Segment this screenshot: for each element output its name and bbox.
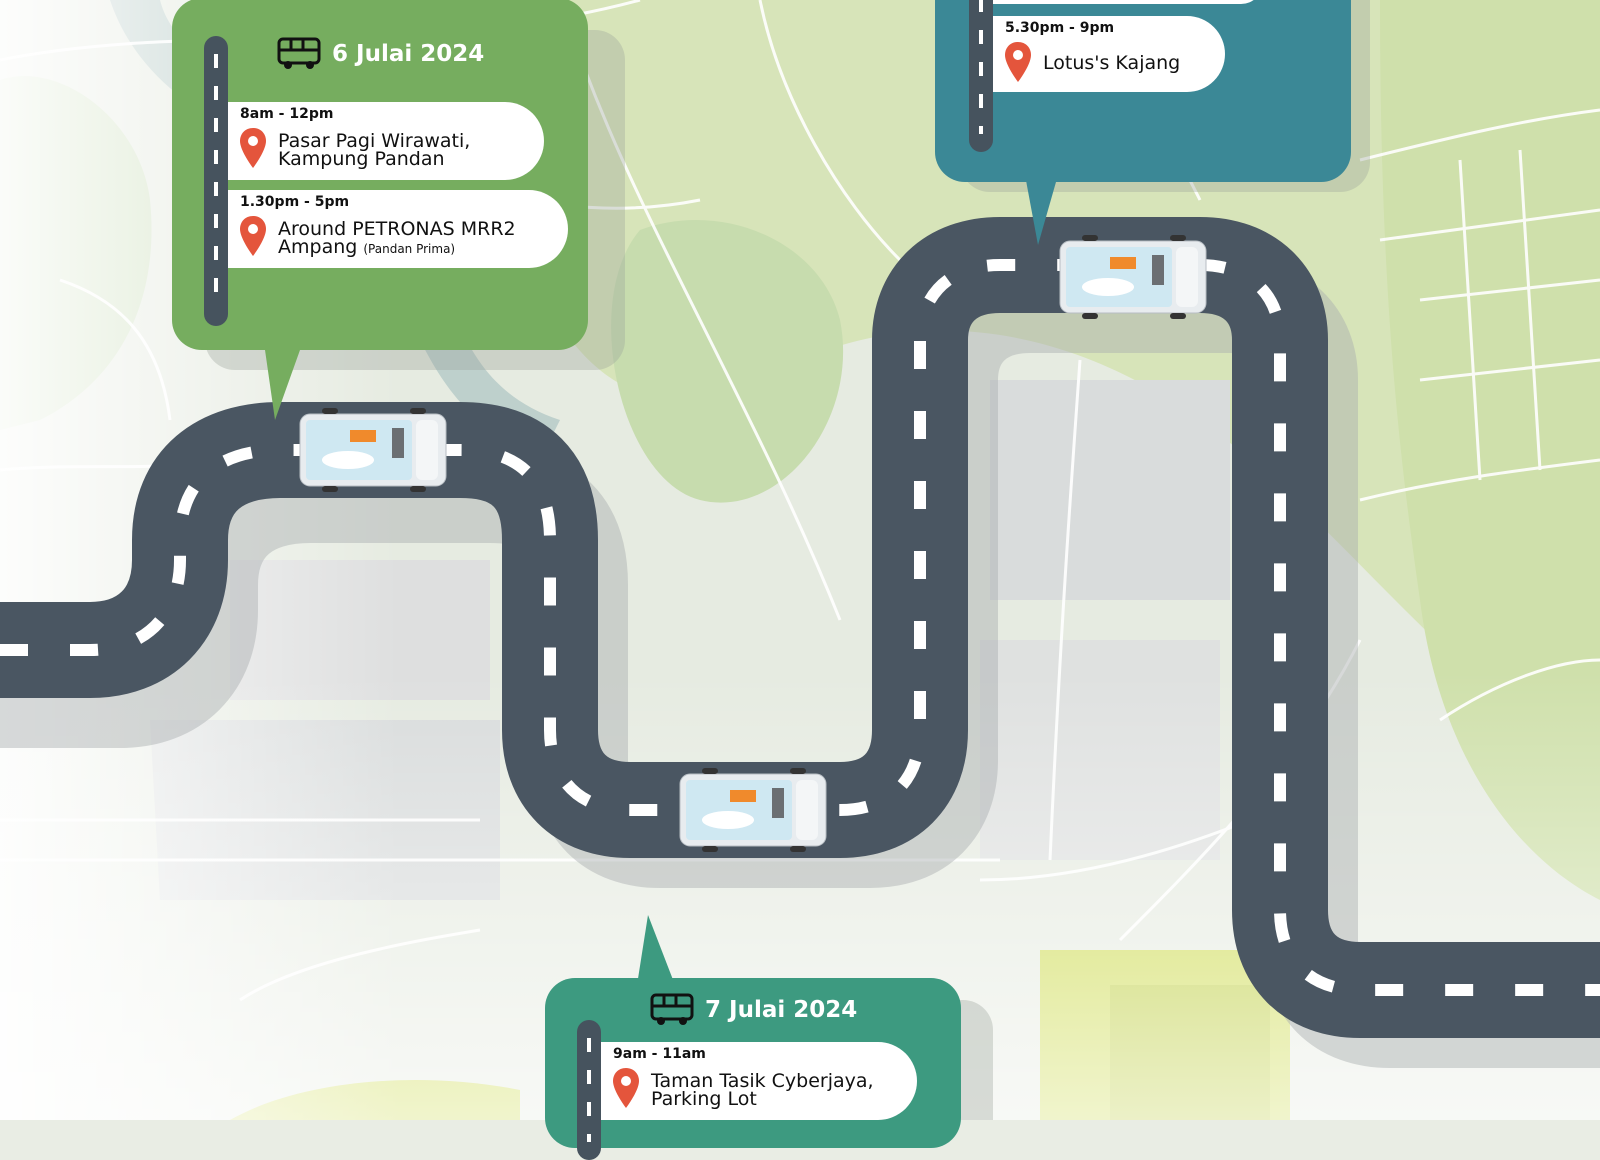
card-date-title: 7 Julai 2024 <box>649 992 857 1028</box>
stop-place: Pasar Pagi Wirawati, Kampung Pandan <box>278 130 471 170</box>
place-line-1: Around PETRONAS MRR2 <box>278 218 516 240</box>
stop-place: Around PETRONAS MRR2 Ampang (Pandan Prim… <box>278 220 516 258</box>
stop-time: 9am - 11am <box>613 1046 706 1062</box>
place-line-2-main: Ampang <box>278 236 358 258</box>
location-pin-icon <box>1005 42 1031 82</box>
stop-time: 5.30pm - 9pm <box>1005 20 1115 36</box>
stop-item: 8am - 12pm Pasar Pagi Wirawati, Kampung … <box>228 102 544 180</box>
location-pin-icon <box>240 216 266 256</box>
stop-item: 9am - 11am Taman Tasik Cyberjaya, Parkin… <box>601 1042 917 1120</box>
card-date-title: 6 Julai 2024 <box>276 36 484 72</box>
stop-time: 1.30pm - 5pm <box>240 194 350 210</box>
bus-icon <box>650 993 694 1025</box>
stop-place: Taman Tasik Cyberjaya, Parking Lot <box>651 1070 874 1110</box>
road-strip <box>204 36 228 326</box>
schedule-card-6-julai: 6 Julai 2024 8am - 12pm Pasar Pagi Wiraw… <box>172 0 588 350</box>
van-1 <box>299 408 447 492</box>
location-pin-icon <box>613 1068 639 1108</box>
road-center-markings <box>0 259 1600 996</box>
stop-item: 5.30pm - 9pm Lotus's Kajang <box>993 16 1225 92</box>
stop-place: Lotus's Kajang <box>1043 52 1181 74</box>
place-note: (Pandan Prima) <box>363 242 456 256</box>
stop-item-partial <box>993 0 1263 4</box>
card-1-pointer <box>265 350 300 420</box>
road-strip <box>969 0 993 152</box>
location-pin-icon <box>240 128 266 168</box>
schedule-card-top-right: 5.30pm - 9pm Lotus's Kajang <box>935 0 1351 182</box>
van-3 <box>1059 235 1207 319</box>
stop-item: 1.30pm - 5pm Around PETRONAS MRR2 Ampang… <box>228 190 568 268</box>
stop-time: 8am - 12pm <box>240 106 334 122</box>
place-line-1: Pasar Pagi Wirawati, <box>278 130 471 152</box>
card-3-pointer <box>637 915 675 985</box>
place-line-2: Kampung Pandan <box>278 148 445 170</box>
place-line-1: Taman Tasik Cyberjaya, <box>651 1070 874 1092</box>
card-2-pointer <box>1025 175 1058 245</box>
road-strip <box>577 1020 601 1160</box>
van-2 <box>679 768 827 852</box>
schedule-card-7-julai: 7 Julai 2024 9am - 11am Taman Tasik Cybe… <box>545 978 961 1160</box>
place-line-1: Lotus's Kajang <box>1043 52 1181 74</box>
date-label: 7 Julai 2024 <box>705 997 858 1023</box>
bus-icon <box>277 37 321 69</box>
date-label: 6 Julai 2024 <box>332 41 485 67</box>
place-line-2: Parking Lot <box>651 1088 757 1110</box>
place-line-2: Ampang (Pandan Prima) <box>278 238 516 258</box>
